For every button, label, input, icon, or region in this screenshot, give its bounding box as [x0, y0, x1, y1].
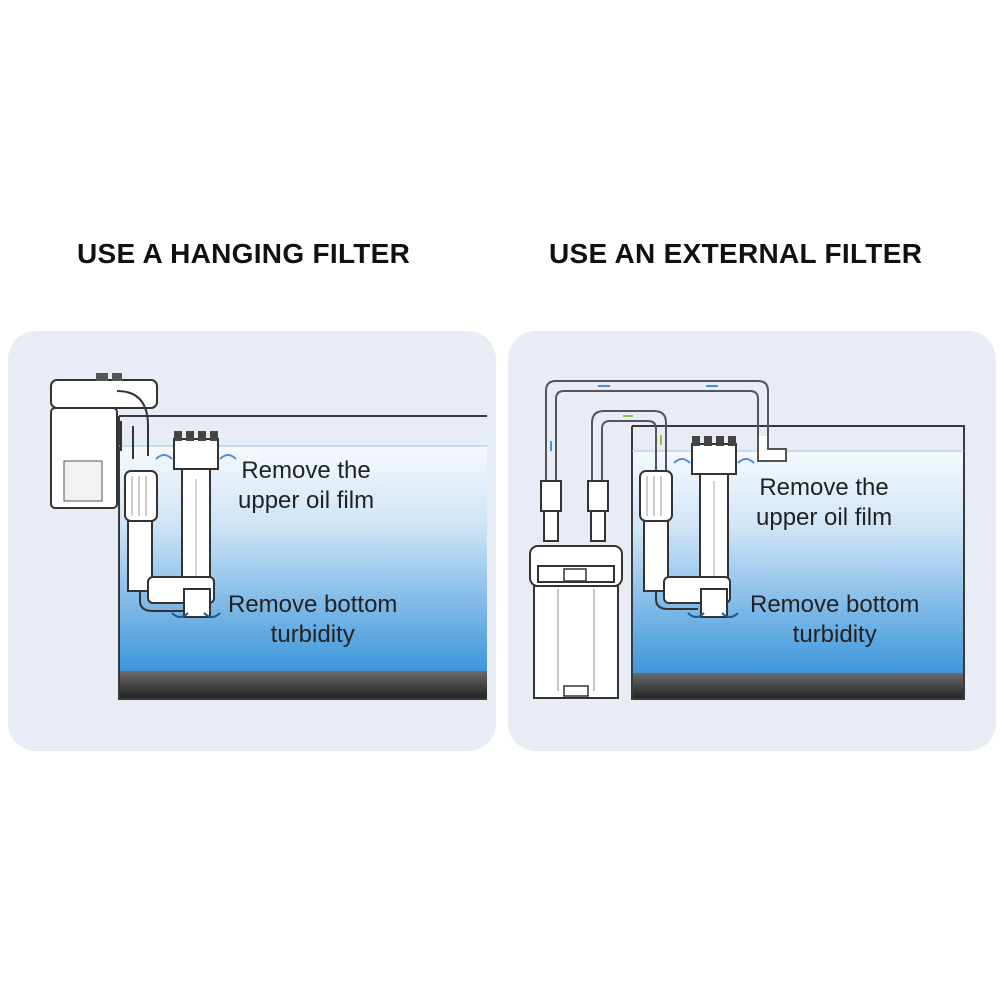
tank-gravel [632, 673, 964, 699]
tank-outline [631, 425, 965, 700]
upper-oil-film-label: Remove the upper oil film [756, 474, 893, 531]
upper-oil-film-label: Remove the upper oil film [238, 457, 375, 514]
external-filter-title: USE AN EXTERNAL FILTER [549, 238, 923, 269]
intake-sponge [124, 470, 188, 612]
tank-gravel [119, 671, 487, 699]
hanging-filter-diagram [8, 331, 496, 751]
tank-water [632, 451, 964, 673]
external-filter-panel: Remove the upper oil film Remove bottom … [508, 331, 996, 751]
canister-filter [529, 480, 623, 699]
bottom-turbidity-label: Remove bottom turbidity [228, 591, 398, 648]
tank-water [119, 446, 487, 671]
intake-hose [591, 410, 667, 491]
hanging-filter-title: USE A HANGING FILTER [77, 238, 411, 269]
skimmer-device [663, 436, 755, 618]
external-filter-diagram [508, 331, 996, 751]
skimmer-device [147, 431, 237, 618]
bottom-turbidity-label: Remove bottom turbidity [750, 591, 920, 648]
tank-outline [118, 416, 487, 700]
hang-on-filter-box [50, 373, 158, 509]
return-hose [545, 380, 787, 491]
hanging-filter-panel: Remove the upper oil film Remove bottom … [8, 331, 496, 751]
